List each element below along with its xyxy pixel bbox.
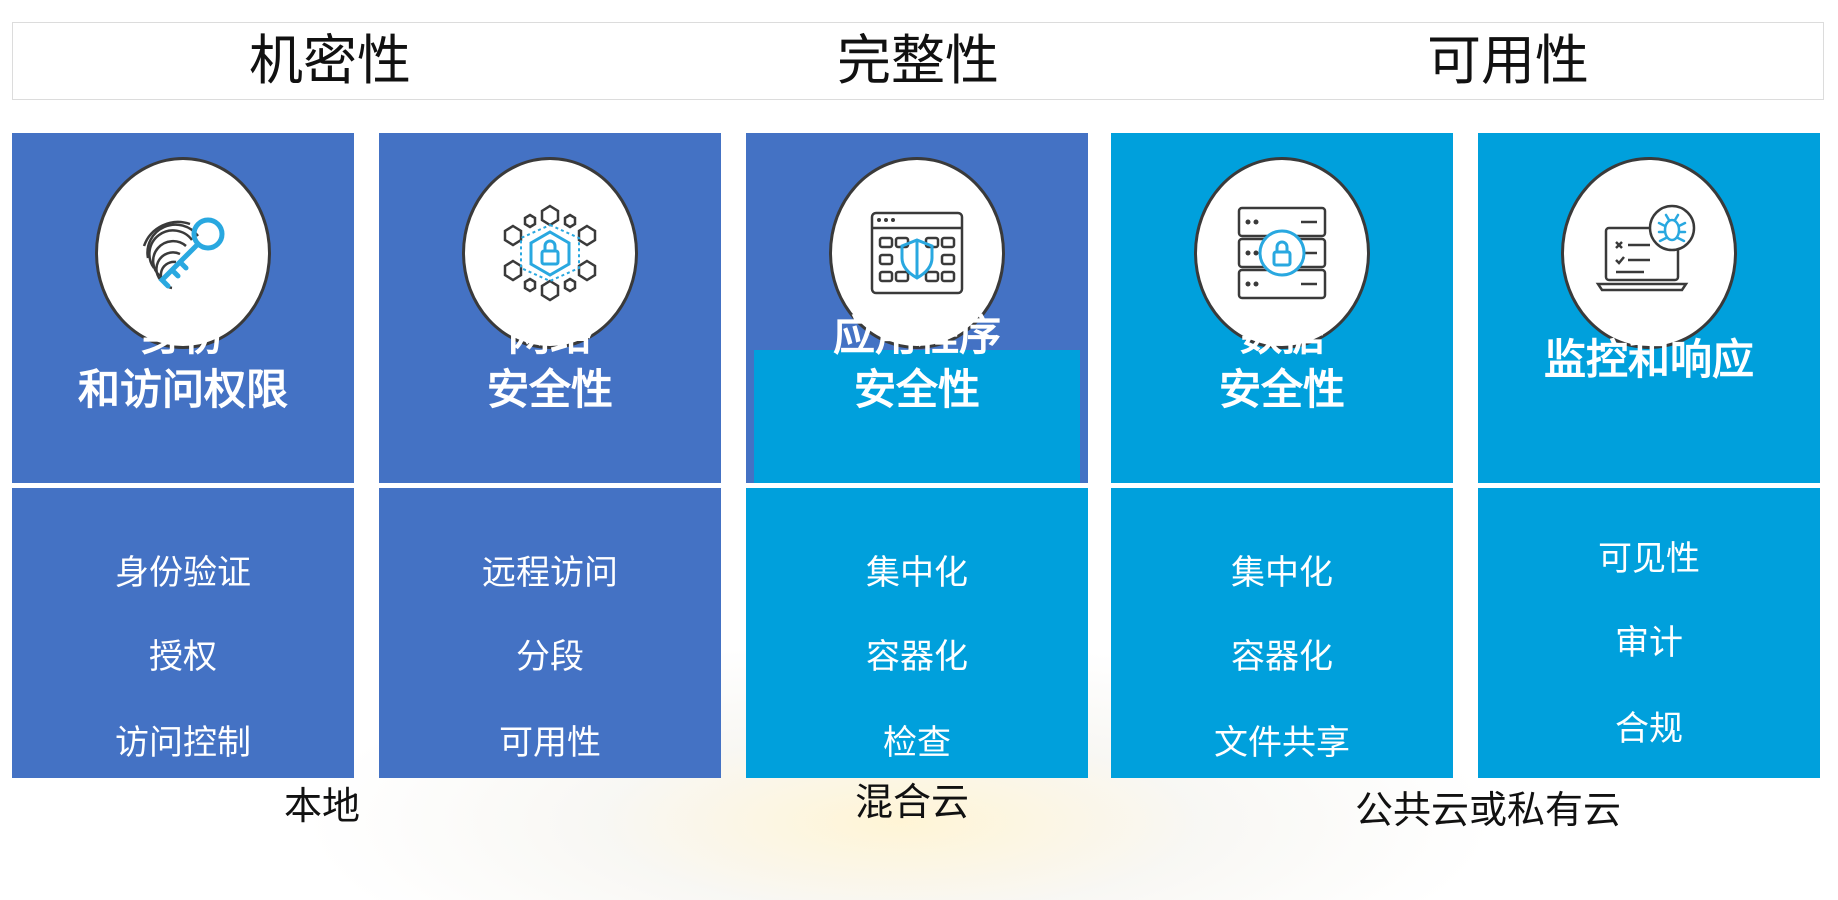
column-item: 容器化 — [1231, 637, 1333, 677]
column-identity-access: 身份 和访问权限 身份验证 授权 访问控制 — [12, 133, 354, 778]
column-item: 分段 — [516, 637, 584, 677]
column-item: 身份验证 — [115, 553, 251, 593]
column-divider — [746, 483, 1088, 488]
header-confidentiality: 机密性 — [249, 29, 411, 92]
column-item: 审计 — [1615, 623, 1683, 663]
column-item: 可用性 — [499, 723, 601, 763]
column-item: 合规 — [1615, 709, 1683, 749]
column-title-line1: 监控和响应 — [1543, 335, 1754, 384]
env-public-private-cloud: 公共云或私有云 — [1355, 788, 1622, 832]
column-divider — [1111, 483, 1453, 488]
column-title-line2: 安全性 — [486, 365, 613, 414]
column-data-security: 数据 安全性 集中化 容器化 文件共享 — [1111, 133, 1453, 778]
column-title-line2: 安全性 — [1218, 365, 1345, 414]
column-item: 检查 — [883, 723, 951, 763]
column-item: 集中化 — [1231, 553, 1333, 593]
column-divider — [12, 483, 354, 488]
env-hybrid-cloud: 混合云 — [855, 780, 970, 824]
column-network-security: 网络 安全性 远程访问 分段 可用性 — [379, 133, 721, 778]
header-availability: 可用性 — [1427, 29, 1589, 92]
laptop-bug-icon — [1561, 157, 1737, 349]
server-lock-icon — [1194, 157, 1370, 349]
column-item: 授权 — [149, 637, 217, 677]
column-divider — [1478, 483, 1820, 488]
header-integrity: 完整性 — [837, 29, 999, 92]
column-monitoring-response: 监控和响应 可见性 审计 合规 — [1478, 133, 1820, 778]
column-title-line1: 身份 — [140, 311, 225, 360]
network-lock-icon — [462, 157, 638, 349]
column-title-line2: 和访问权限 — [77, 365, 288, 414]
column-bottom-panel — [746, 488, 1088, 778]
cia-header-bar — [12, 22, 1824, 100]
env-on-premises: 本地 — [284, 784, 361, 828]
column-bottom-panel — [12, 488, 354, 778]
column-divider — [379, 483, 721, 488]
column-title-panel — [754, 350, 1080, 483]
column-title-line1: 网络 — [507, 311, 592, 360]
column-bottom-panel — [379, 488, 721, 778]
column-item: 可见性 — [1598, 539, 1700, 579]
column-bottom-panel — [1478, 488, 1820, 778]
column-item: 集中化 — [866, 553, 968, 593]
column-item: 访问控制 — [115, 723, 251, 763]
app-shield-icon — [829, 157, 1005, 349]
column-application-security: 应用程序 安全性 集中化 容器化 检查 — [746, 133, 1088, 778]
column-title-line2: 安全性 — [853, 365, 980, 414]
column-item: 容器化 — [866, 637, 968, 677]
fingerprint-key-icon — [95, 157, 271, 349]
column-item: 文件共享 — [1214, 723, 1350, 763]
column-title-line1: 应用程序 — [832, 311, 1001, 360]
column-title-line1: 数据 — [1239, 311, 1324, 360]
column-bottom-panel — [1111, 488, 1453, 778]
column-item: 远程访问 — [482, 553, 618, 593]
